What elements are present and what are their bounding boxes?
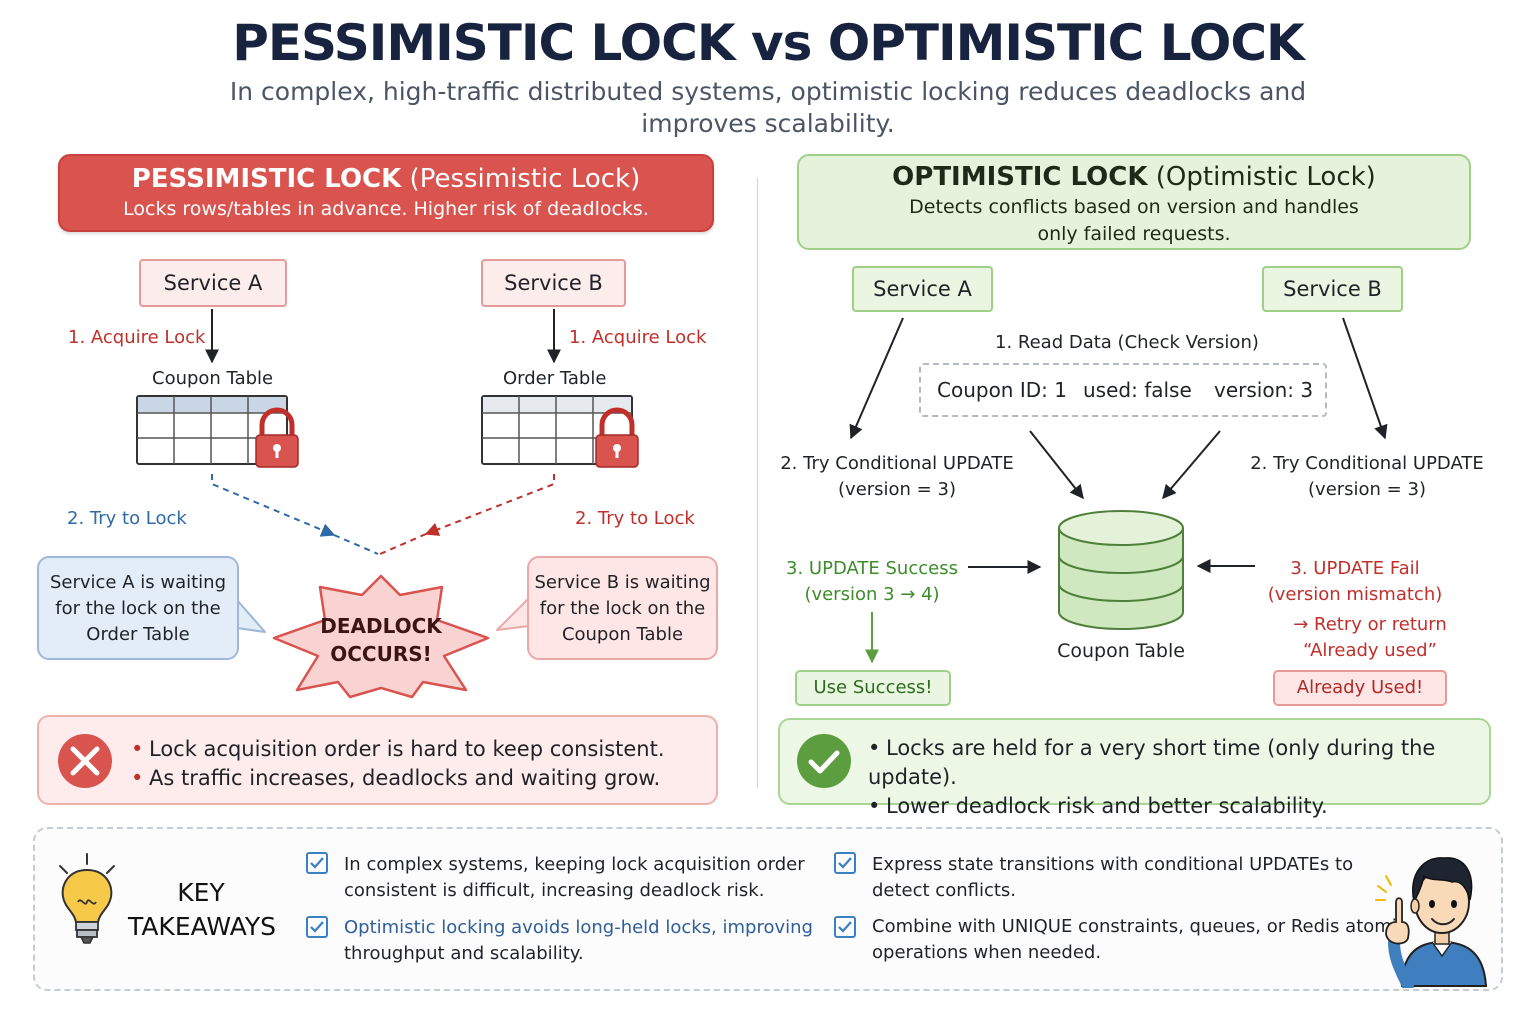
pess-try-b-label: 2. Try to Lock xyxy=(575,508,695,529)
opt-read-label: 1. Read Data (Check Version) xyxy=(995,332,1259,353)
pess-service-a: Service A xyxy=(139,259,287,307)
bubble-a-tail xyxy=(236,599,266,633)
opt-db-label: Coupon Table xyxy=(1057,640,1185,662)
opt-record-box: Coupon ID: 1 used: false version: 3 xyxy=(919,363,1327,417)
key-takeaways-heading: KEY TAKEAWAYS xyxy=(128,878,277,941)
pessimistic-header-desc: Locks rows/tables in advance. Higher ris… xyxy=(123,198,649,220)
opt-success-label: 3. UPDATE Success (version 3 → 4) xyxy=(786,558,958,605)
opt-service-b-arrow xyxy=(1342,317,1388,440)
pess-acquire-b-label: 1. Acquire Lock xyxy=(569,327,707,348)
opt-try-a-label: 2. Try Conditional UPDATE (version = 3) xyxy=(780,453,1014,500)
pess-acquire-a-label: 1. Acquire Lock xyxy=(68,327,206,348)
padlock-icon xyxy=(255,407,299,468)
pessimistic-header: PESSIMISTIC LOCK (Pessimistic Lock) Lock… xyxy=(58,154,714,232)
pess-con-item: •As traffic increases, deadlocks and wai… xyxy=(131,766,661,790)
deadlock-burst xyxy=(272,574,490,699)
optimistic-pros-panel: •Locks are held for a very short time (o… xyxy=(778,718,1491,818)
pess-service-b: Service B xyxy=(481,259,626,307)
opt-service-a-arrow xyxy=(849,317,904,440)
pess-table-a-label: Coupon Table xyxy=(152,368,274,389)
opt-pro-item: •Lower deadlock risk and better scalabil… xyxy=(868,794,1328,818)
pessimistic-header-title: PESSIMISTIC LOCK xyxy=(131,164,402,194)
opt-pro-item: •Locks are held for a very short time (o… xyxy=(868,736,1436,789)
checkbox-icon xyxy=(306,852,328,874)
page-subtitle: In complex, high-traffic distributed sys… xyxy=(229,77,1307,138)
takeaway-item: In complex systems, keeping lock acquisi… xyxy=(344,854,805,901)
pess-blue-tail xyxy=(333,534,379,555)
x-circle-icon xyxy=(58,734,112,788)
checkbox-icon xyxy=(306,916,328,938)
key-takeaways-panel xyxy=(33,827,1503,991)
opt-update-arrow-a xyxy=(1029,430,1084,500)
section-divider xyxy=(757,178,758,788)
bubble-b-tail xyxy=(496,597,530,631)
database-icon xyxy=(1058,510,1184,630)
opt-try-b-label: 2. Try Conditional UPDATE (version = 3) xyxy=(1250,453,1484,500)
bubble-service-b-waiting: Service B is waiting for the lock on the… xyxy=(527,556,718,660)
opt-service-b: Service B xyxy=(1262,266,1403,312)
pess-try-b-arrow xyxy=(424,474,555,536)
pess-red-tail xyxy=(379,533,427,555)
person-pointing-icon xyxy=(1375,857,1488,988)
takeaway-item: Combine with UNIQUE constraints, queues,… xyxy=(872,916,1407,963)
deadlock-text: DEADLOCK OCCURS! xyxy=(320,614,442,666)
takeaway-item: Express state transitions with condition… xyxy=(872,854,1354,901)
use-success-badge: Use Success! xyxy=(795,670,951,706)
record-id: Coupon ID: 1 xyxy=(937,378,1067,402)
optimistic-header-title: OPTIMISTIC LOCK xyxy=(892,162,1148,192)
record-used: used: false xyxy=(1083,378,1192,402)
check-circle-icon xyxy=(797,734,851,788)
checkbox-icon xyxy=(834,852,856,874)
takeaway-item: Optimistic locking avoids long-held lock… xyxy=(344,917,813,964)
already-used-badge: Already Used! xyxy=(1273,670,1447,706)
page-title: PESSIMISTIC LOCK vs OPTIMISTIC LOCK xyxy=(232,14,1305,72)
padlock-icon xyxy=(595,407,639,468)
optimistic-diagram xyxy=(849,317,1388,664)
bubble-service-a-waiting: Service A is waiting for the lock on the… xyxy=(37,556,239,660)
optimistic-header-subtitle: (Optimistic Lock) xyxy=(1147,162,1376,192)
optimistic-header: OPTIMISTIC LOCK (Optimistic Lock) Detect… xyxy=(797,154,1471,250)
coupon-table-icon xyxy=(136,395,288,465)
pessimistic-diagram xyxy=(58,309,639,788)
pess-try-a-arrow xyxy=(211,474,336,537)
pess-table-b-label: Order Table xyxy=(503,368,607,389)
pessimistic-header-subtitle: (Pessimistic Lock) xyxy=(401,164,641,194)
record-version: version: 3 xyxy=(1214,378,1314,402)
opt-service-a: Service A xyxy=(852,266,993,312)
checkbox-icon xyxy=(834,916,856,938)
pessimistic-cons-panel: •Lock acquisition order is hard to keep … xyxy=(37,715,718,805)
pess-con-item: •Lock acquisition order is hard to keep … xyxy=(131,737,665,761)
optimistic-header-desc: Detects conflicts based on version and h… xyxy=(909,196,1359,245)
pess-try-a-label: 2. Try to Lock xyxy=(67,508,187,529)
opt-fail-label: 3. UPDATE Fail (version mismatch) xyxy=(1267,558,1443,605)
opt-retry-label: → Retry or return “Already used” xyxy=(1293,614,1447,661)
opt-update-arrow-b xyxy=(1162,430,1221,500)
lightbulb-icon xyxy=(59,853,115,944)
